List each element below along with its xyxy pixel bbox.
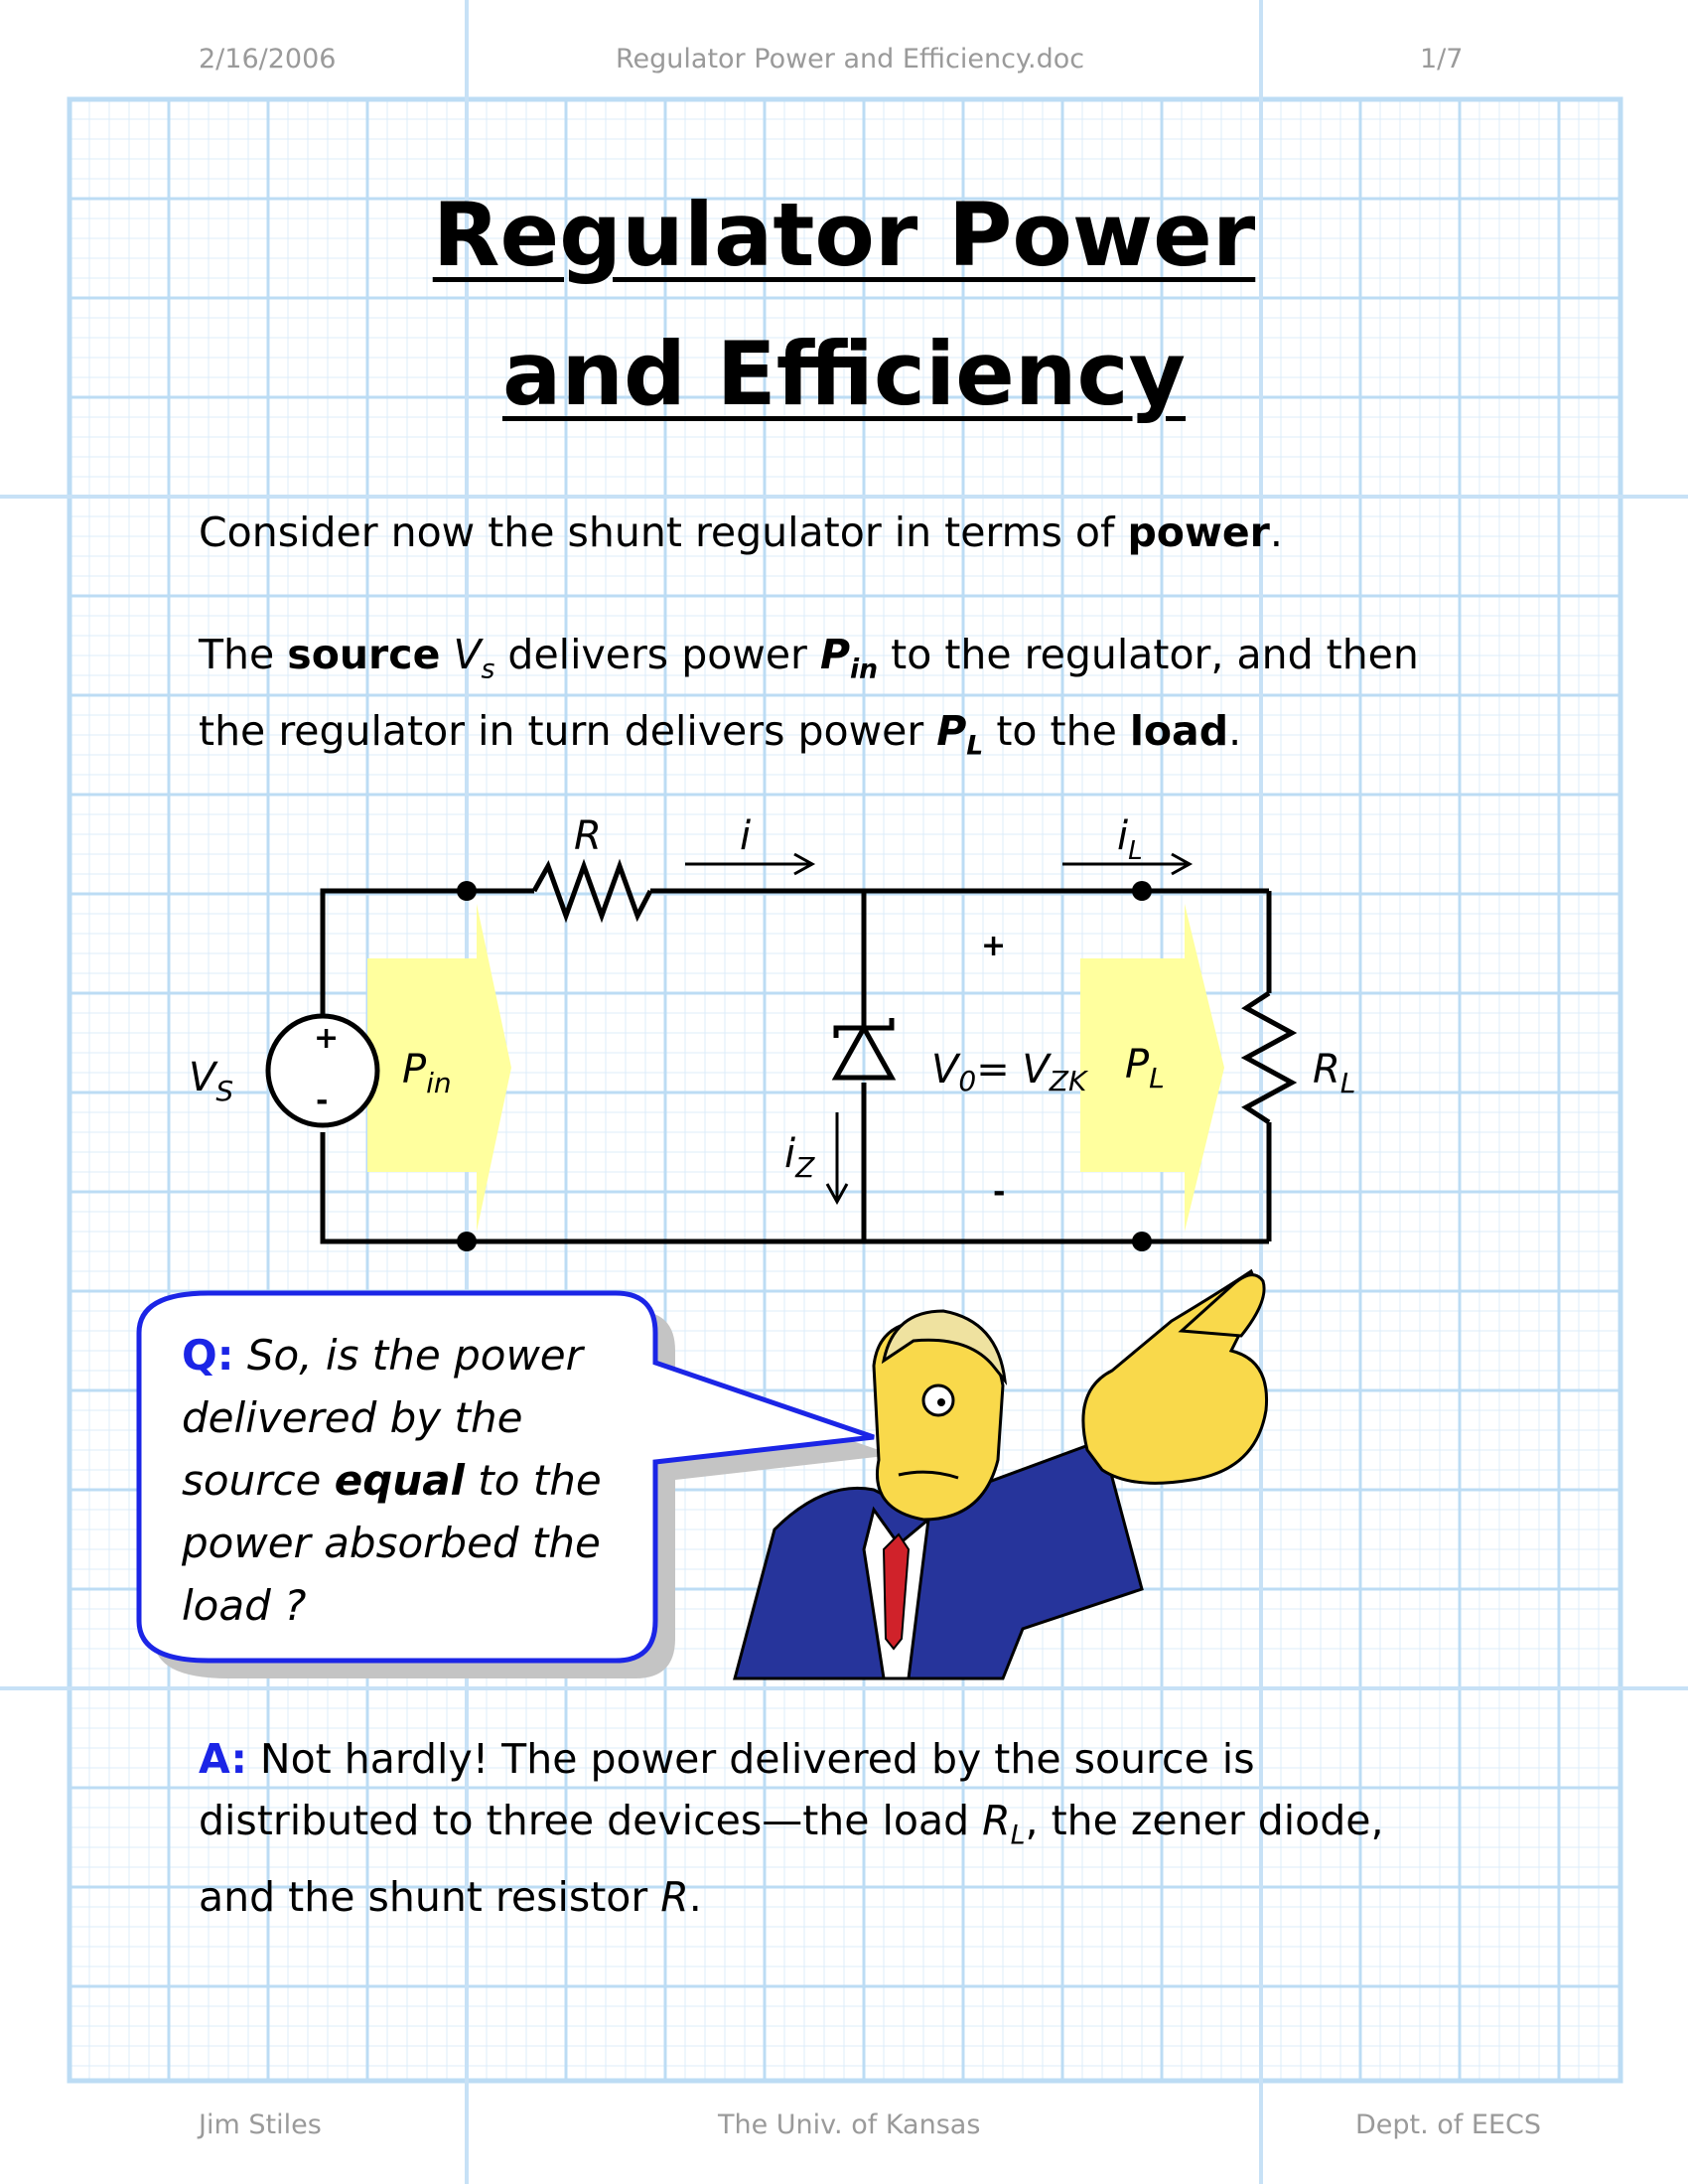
label-pl: PL — [1125, 1042, 1165, 1094]
node-dot — [1132, 1232, 1152, 1251]
pin-power-arrow — [367, 904, 511, 1232]
label-vs: VS — [189, 1055, 233, 1107]
header-date: 2/16/2006 — [199, 44, 337, 74]
label-rl: RL — [1313, 1047, 1355, 1099]
answer-paragraph: A: Not hardly! The power delivered by th… — [199, 1735, 1384, 1922]
page-title-line2: and Efficiency — [501, 323, 1187, 425]
resistor-r — [531, 858, 653, 924]
footer-author: Jim Stiles — [199, 2110, 322, 2140]
footer-dept: Dept. of EECS — [1355, 2110, 1542, 2140]
zener-diode — [831, 1022, 897, 1081]
label-i: i — [740, 813, 751, 859]
question-bubble-text: Q: So, is the power delivered by the sou… — [182, 1331, 602, 1630]
label-il: iL — [1117, 813, 1143, 866]
node-dot — [1132, 881, 1152, 901]
source-paragraph: The source Vs delivers power Pin to the … — [199, 631, 1419, 762]
node-dot — [457, 1232, 477, 1251]
node-dot — [457, 881, 477, 901]
load-resistor-rl — [1240, 990, 1298, 1125]
speech-bubble — [136, 1290, 875, 1664]
label-r: R — [574, 813, 602, 859]
footer-university: The Univ. of Kansas — [718, 2110, 981, 2140]
pl-power-arrow — [1080, 904, 1224, 1232]
label-iz: iZ — [784, 1131, 815, 1184]
header-filename: Regulator Power and Efficiency.doc — [616, 44, 1085, 74]
label-pin: Pin — [402, 1047, 452, 1099]
cartoon-mayor-illustration — [733, 1268, 1269, 1680]
source-minus: - — [316, 1084, 328, 1118]
bottom-wire — [320, 1132, 1269, 1244]
label-plus-top: + — [981, 929, 1006, 963]
intro-paragraph: Consider now the shunt regulator in term… — [199, 509, 1283, 556]
page-title-line1: Regulator Power — [432, 184, 1256, 286]
label-v0-vzk: V0= VZK — [931, 1047, 1089, 1097]
header-page: 1/7 — [1420, 44, 1464, 74]
voltage-source-vs — [265, 1013, 380, 1128]
source-plus: + — [314, 1021, 339, 1056]
label-minus-bottom: - — [993, 1175, 1005, 1210]
